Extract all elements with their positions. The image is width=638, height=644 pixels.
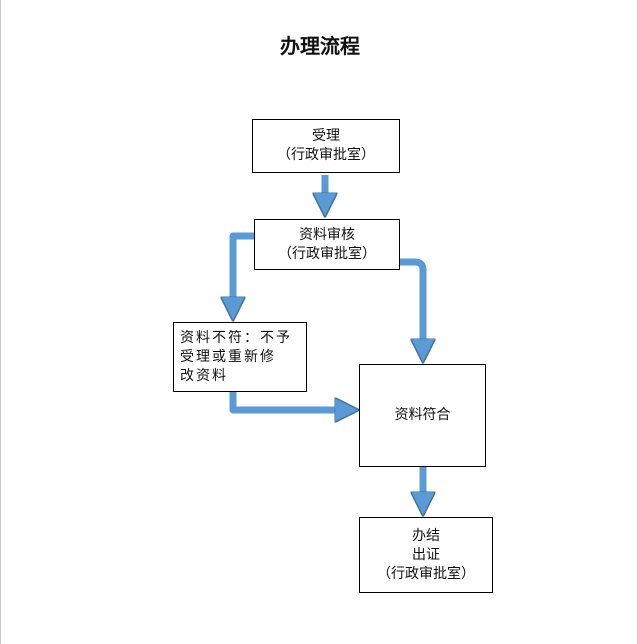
node-reject-line1: 资料不符：不予 (180, 329, 292, 346)
node-accept: 受理 （行政审批室） (252, 119, 400, 173)
node-match-line1: 资料符合 (394, 407, 451, 423)
node-reject: 资料不符：不予 受理或重新修 改资料 (173, 322, 307, 392)
arrow-reject-to-match (229, 392, 347, 410)
node-review-line2: （行政审批室） (278, 245, 376, 262)
node-review: 资料审核 （行政审批室） (254, 219, 400, 270)
node-accept-line1: 受理 (312, 128, 340, 144)
node-finish: 办结 出证 （行政审批室） (359, 517, 493, 593)
arrow-review-to-reject (233, 232, 255, 309)
node-finish-line1: 办结 (412, 527, 440, 544)
node-finish-line2: 出证 (412, 546, 440, 563)
arrow-review-to-match (400, 258, 423, 351)
node-reject-line2: 受理或重新修 (180, 348, 276, 365)
node-finish-line3: （行政审批室） (377, 565, 475, 582)
page-title: 办理流程 (280, 34, 360, 58)
node-match: 资料符合 (359, 364, 486, 467)
node-accept-line2: （行政审批室） (277, 147, 375, 163)
node-reject-line3: 改资料 (180, 367, 228, 384)
node-review-line1: 资料审核 (299, 226, 355, 243)
